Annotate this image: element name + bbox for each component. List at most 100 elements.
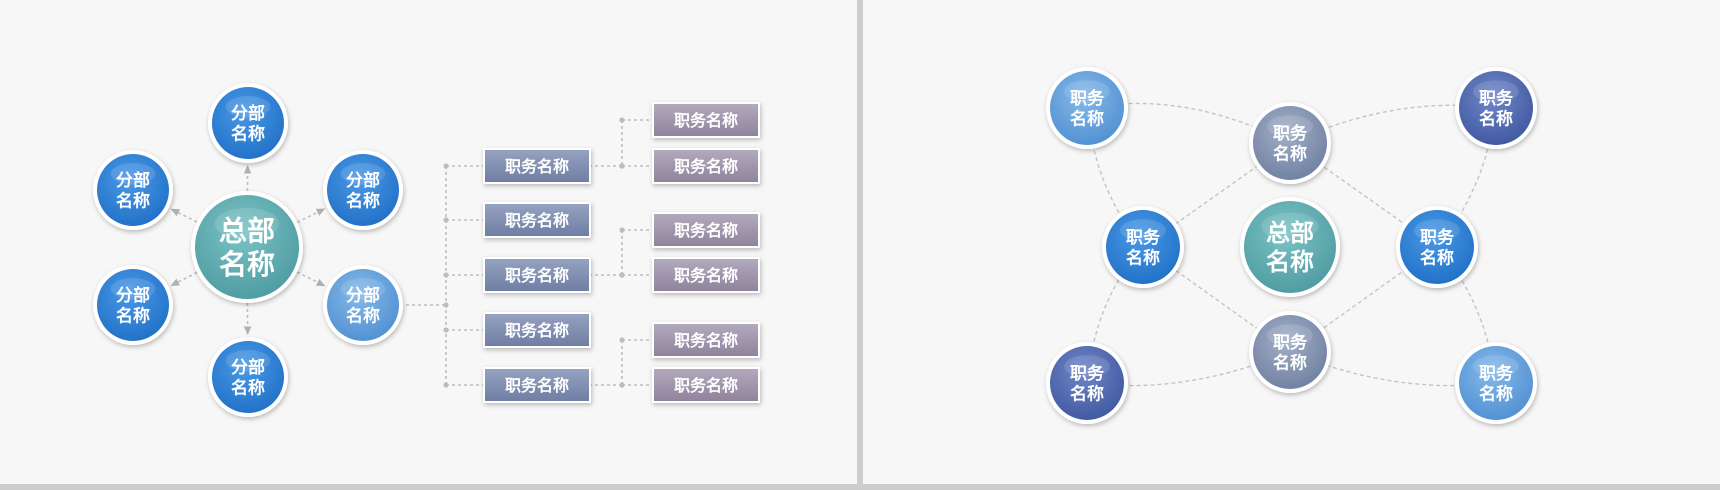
node-label-line: 名称 [346, 190, 380, 210]
role-box-level2[interactable]: 职务名称 [652, 102, 760, 138]
node-fill [1253, 315, 1327, 389]
box-fill [654, 259, 758, 291]
box-label: 职务名称 [505, 157, 569, 176]
box-label: 职务名称 [505, 266, 569, 285]
node-label-line: 职务 [1273, 123, 1308, 143]
panel-divider [857, 0, 863, 490]
role-box-level1[interactable]: 职务名称 [483, 257, 591, 293]
box-fill [654, 324, 758, 356]
node-fill [1244, 201, 1336, 293]
role-box-level2[interactable]: 职务名称 [652, 367, 760, 403]
box-fill [485, 150, 589, 182]
node-fill [327, 154, 399, 226]
node-fill [1459, 71, 1533, 145]
role-box-level2[interactable]: 职务名称 [652, 148, 760, 184]
node-highlight [1414, 219, 1460, 242]
outer-role-node[interactable]: 职务名称 [1046, 67, 1128, 149]
node-label-line: 总部 [1266, 219, 1314, 247]
box-label: 职务名称 [505, 376, 569, 395]
node-label-line: 分部 [116, 285, 150, 305]
node-label-line: 职务 [1479, 88, 1514, 108]
box-fill [654, 214, 758, 246]
hub-branch-arrow [296, 271, 326, 287]
box-fill [485, 369, 589, 401]
outer-role-node[interactable]: 职务名称 [1455, 342, 1537, 424]
node-highlight [110, 278, 156, 300]
nodes: 总部名称分部名称分部名称分部名称分部名称分部名称分部名称职务名称职务名称职务名称… [93, 67, 1537, 424]
node-highlight [225, 350, 271, 372]
inner-role-node[interactable]: 职务名称 [1396, 206, 1478, 288]
role-box-level1[interactable]: 职务名称 [483, 148, 591, 184]
node-label-line: 名称 [346, 305, 380, 325]
node-label-line: 分部 [346, 170, 380, 190]
role-box-level2[interactable]: 职务名称 [652, 257, 760, 293]
inner-role-node[interactable]: 职务名称 [1249, 311, 1331, 393]
node-label-line: 职务 [1070, 88, 1105, 108]
bottom-border [0, 484, 1720, 490]
inner-role-node[interactable]: 职务名称 [1249, 102, 1331, 184]
node-fill [97, 269, 169, 341]
role-box-level2[interactable]: 职务名称 [652, 322, 760, 358]
node-highlight [340, 163, 386, 185]
node-highlight [1267, 324, 1313, 347]
node-fill [212, 341, 284, 413]
box-fill [485, 314, 589, 346]
node-highlight [214, 208, 280, 240]
node-highlight [1473, 80, 1519, 103]
node-fill [195, 195, 299, 299]
box-fill [654, 150, 758, 182]
node-fill [212, 87, 284, 159]
box-label: 职务名称 [674, 111, 738, 130]
node-label-line: 职务 [1070, 363, 1105, 383]
role-box-level1[interactable]: 职务名称 [483, 312, 591, 348]
box-fill [485, 259, 589, 291]
node-fill [1400, 210, 1474, 284]
node-label-line: 名称 [1273, 143, 1307, 163]
node-fill [327, 269, 399, 341]
node-highlight [1473, 355, 1519, 378]
node-highlight [1120, 219, 1166, 242]
node-highlight [1064, 80, 1110, 103]
outer-role-node[interactable]: 职务名称 [1046, 342, 1128, 424]
node-label-line: 名称 [231, 123, 265, 143]
outer-role-node[interactable]: 职务名称 [1455, 67, 1537, 149]
node-label-line: 职务 [1273, 332, 1308, 352]
role-box-level1[interactable]: 职务名称 [483, 367, 591, 403]
node-label-line: 名称 [231, 377, 265, 397]
node-label-line: 职务 [1479, 363, 1514, 383]
node-highlight [1064, 355, 1110, 378]
node-highlight [110, 163, 156, 185]
inner-role-node[interactable]: 职务名称 [1102, 206, 1184, 288]
node-label-line: 名称 [1266, 248, 1314, 276]
box-label: 职务名称 [674, 376, 738, 395]
box-fill [654, 369, 758, 401]
tree-node-dot [443, 302, 449, 308]
node-label-line: 名称 [116, 190, 150, 210]
hub-branch-arrow [170, 208, 198, 223]
box-label: 职务名称 [505, 321, 569, 340]
node-label-line: 名称 [1479, 383, 1513, 403]
box-label: 职务名称 [674, 157, 738, 176]
hub-branch-arrow [170, 271, 198, 287]
node-label-line: 总部 [219, 215, 275, 246]
node-label-line: 分部 [346, 285, 380, 305]
node-label-line: 名称 [1126, 247, 1160, 267]
node-highlight [225, 96, 271, 118]
role-box-level1[interactable]: 职务名称 [483, 202, 591, 238]
box-fill [654, 104, 758, 136]
node-highlight [1261, 212, 1319, 241]
node-highlight [1267, 115, 1313, 138]
node-label-line: 职务 [1420, 227, 1455, 247]
box-label: 职务名称 [674, 221, 738, 240]
hub-branch-arrow [296, 208, 326, 224]
role-box-level2[interactable]: 职务名称 [652, 212, 760, 248]
